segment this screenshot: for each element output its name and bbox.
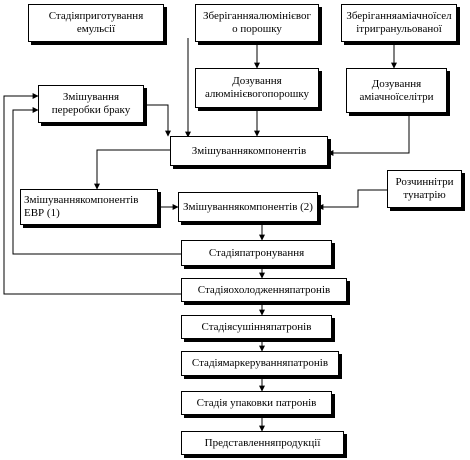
node-label: Змішуваннякомпонентів ЕВР (1) [24,194,139,219]
node-cartridge-packing: Стадія упаковки патронів [181,391,332,415]
arrow-cartridging-to-scrap [12,107,181,255]
node-label: Розчиннітри тунатрію [395,176,454,201]
node-label: Змішуваннякомпонентів [191,144,307,157]
node-label: Стадіяохолодженняпатронів [197,283,331,296]
node-scrap-processing-mixing: Змішування переробки браку [38,85,144,123]
arrow-an-dosing-to-mix [327,113,410,156]
node-label: Дозування алюмінієвогопорошку [204,75,310,100]
node-label: Дозування аміачноїселітри [359,77,434,103]
node-ammonium-nitrate-dosing: Дозування аміачноїселітри [346,68,447,113]
node-label: Зберіганняалюмінієвог о порошку [203,10,311,35]
node-aluminium-powder-storage: Зберіганняалюмінієвог о порошку [195,4,319,42]
node-emulsion-preparation: Стадіяприготування емульсії [28,4,164,42]
node-ebr-components-mixing: Змішуваннякомпонентів ЕВР (1) [20,189,158,225]
node-ammonium-nitrate-storage: Зберіганняаміачноїсел ітригранульованої [341,4,457,42]
node-label: Змішування переробки браку [51,91,131,116]
node-label: Стадіямаркеруванняпатронів [191,357,329,369]
node-label: Стадіяпатронування [208,246,305,259]
node-sodium-nitrite-solution: Розчиннітри тунатрію [387,170,462,208]
node-cartridge-marking: Стадіямаркеруванняпатронів [181,351,339,376]
arrow-mix-to-ebr [94,149,170,190]
node-cartridge-cooling: Стадіяохолодженняпатронів [181,278,347,302]
node-aluminium-powder-dosing: Дозування алюмінієвогопорошку [195,68,319,108]
arrow-nitrite-to-mix2 [317,189,387,210]
node-label: Представленняпродукції [204,436,321,449]
node-cartridging: Стадіяпатронування [181,240,332,266]
node-product-presentation: Представленняпродукції [181,431,344,455]
arrow-cooling-to-scrap [3,93,181,295]
node-label: Стадія упаковки патронів [196,396,317,409]
node-cartridge-drying: Стадіясушінняпатронів [181,315,332,339]
node-label: Стадіяприготування емульсії [48,10,144,35]
arrow-scrap-to-mix [144,104,171,137]
node-label: Змішуваннякомпонентів (2) [183,200,313,213]
node-components-mixing-2: Змішуваннякомпонентів (2) [178,192,318,222]
node-components-mixing: Змішуваннякомпонентів [170,136,328,166]
node-label: Зберіганняаміачноїсел ітригранульованої [346,10,452,35]
node-label: Стадіясушінняпатронів [201,320,312,333]
